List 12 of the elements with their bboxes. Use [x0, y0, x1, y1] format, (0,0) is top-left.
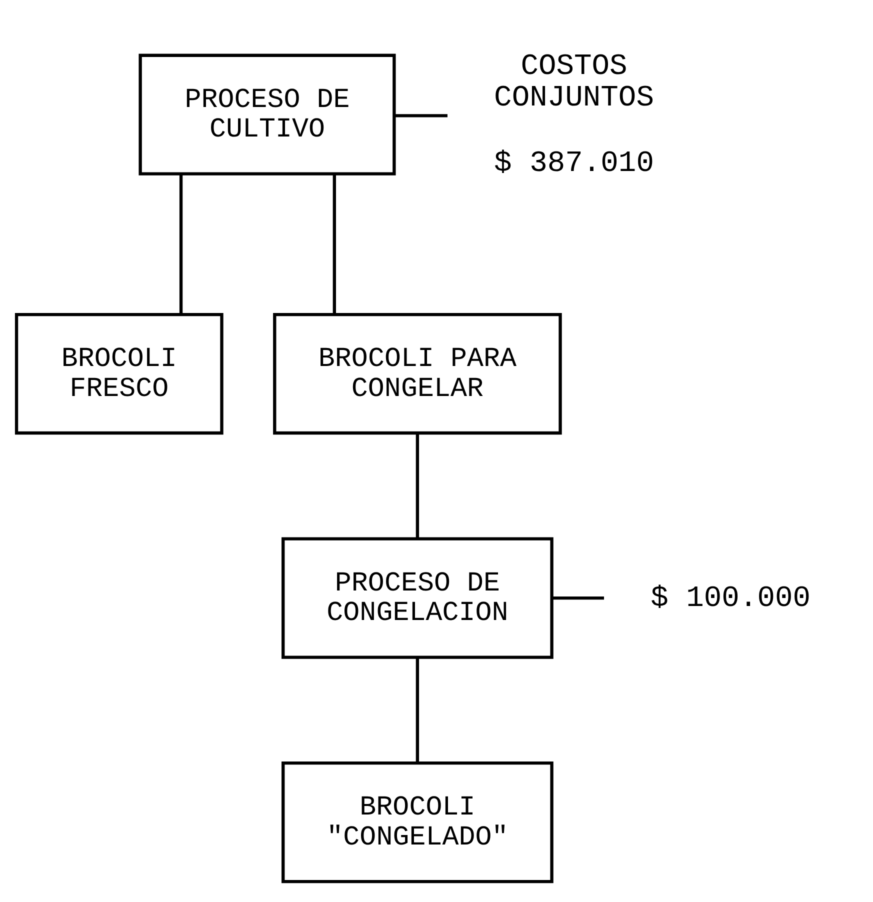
connector [416, 658, 420, 762]
node-box: PROCESO DE CULTIVO [138, 54, 396, 176]
node-label: $ 387.010 [494, 146, 654, 180]
connector [416, 433, 420, 538]
node-box: BROCOLI PARA CONGELAR [273, 312, 562, 435]
node-label: $ 100.000 [650, 580, 811, 615]
node-box: BROCOLI "CONGELADO" [282, 761, 554, 884]
connector [179, 174, 183, 314]
node-box: BROCOLI FRESCO [14, 312, 224, 435]
node-label: COSTOS CONJUNTOS [494, 48, 654, 115]
node-box: PROCESO DE CONGELACION [282, 537, 554, 659]
connector [332, 174, 336, 314]
